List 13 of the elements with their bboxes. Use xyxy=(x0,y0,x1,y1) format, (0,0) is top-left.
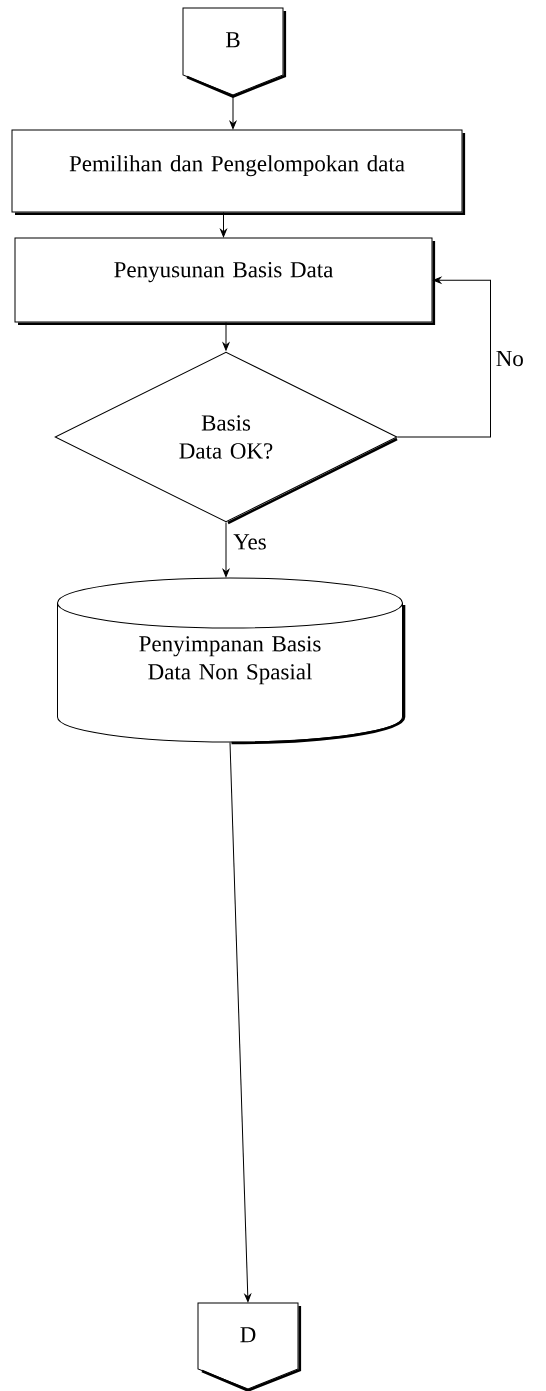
process-box: Pemilihan dan Pengelompokan data xyxy=(11,129,466,216)
off-page-connector: B xyxy=(182,7,287,98)
arrow xyxy=(222,522,230,578)
arrow xyxy=(229,741,252,1303)
arrow xyxy=(222,321,230,351)
edge-label: No xyxy=(494,349,525,368)
off-page-connector: D xyxy=(197,1302,302,1391)
process-box: Penyusunan Basis Data xyxy=(14,237,436,326)
arrow xyxy=(220,211,227,238)
edge-label: Yes xyxy=(232,533,268,551)
arrow xyxy=(397,276,491,438)
storage-cylinder: Penyimpanan Basis Data Non Spasial xyxy=(57,577,406,745)
arrow xyxy=(229,94,237,130)
